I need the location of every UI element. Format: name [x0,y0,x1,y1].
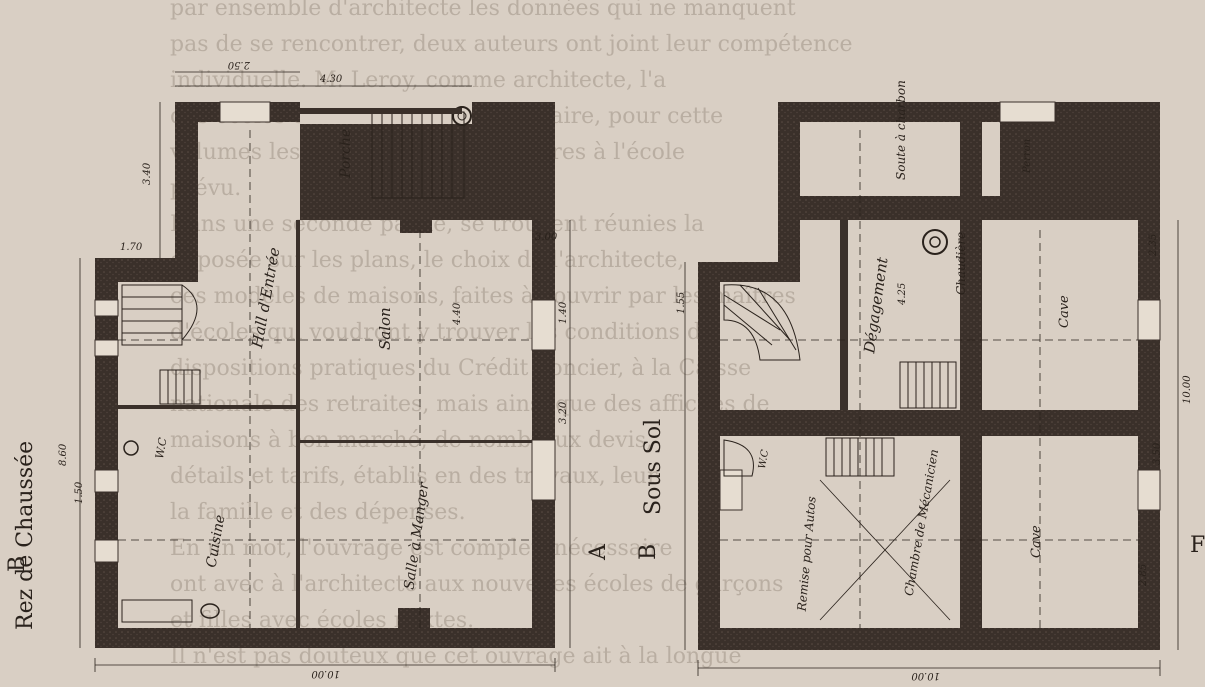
section-mark-mid-a: A [586,543,611,561]
dim-d4: 3.20 [558,401,569,424]
basement-spiral-stairs [723,284,801,361]
background-text-line: déposée sur les plans, le choix de l'arc… [170,248,685,273]
wc-fixture-icon [123,440,139,456]
ground-floor-plan: 10.00 2.50 4.30 8.60 3.40 1.70 3.00 3.20… [58,59,571,679]
window [531,439,556,501]
dim-d10: 4.25 [897,283,908,306]
window [94,299,119,317]
dim-basement-width: 10.00 [911,670,940,681]
background-text-line: d'écoles qui voudront y trouver les cond… [170,320,715,345]
basement-dimension-lines [684,220,1179,676]
background-text-line: nationale des retraites, mais ainsi que … [170,392,770,417]
dim-d2: 1.70 [120,242,143,253]
background-text-line: pas de se rencontrer, deux auteurs ont j… [170,32,853,57]
background-text-line: dispositions pratiques du Crédit Foncier… [170,356,752,381]
perron-opening [999,101,1056,123]
window [94,469,119,493]
room-label-porche: Porche [338,129,354,179]
hall-salon-partition [296,220,300,628]
dim-d13: 3.50 [1152,442,1163,465]
window [219,101,271,123]
dim-d6: 1.40 [558,301,569,324]
room-label-chaudiere: Chaudière [954,232,968,295]
dim-total-width: 10.00 [311,668,340,679]
room-label-perron: Perron [1022,139,1033,174]
window [531,299,556,351]
room-label-remise: Remise pour Autos [795,496,819,613]
room-label-chambre: Chambre de Mécanicien [902,448,942,597]
dim-d5: 4.40 [452,302,463,326]
room-label-hall: Hall d'Entrée [248,246,284,350]
room-label-salle: Salle à Manger [401,480,432,591]
kitchen-north-partition [118,405,296,409]
passage-wall [840,220,848,410]
section-mark-mid-b: B [636,544,661,560]
dim-basement-depth: 10.00 [1182,375,1193,404]
background-text-line: détails et tarifs, établis en des travau… [170,464,658,489]
dim-d1: 3.40 [142,162,153,185]
dim-d11: 1.55 [676,292,687,314]
section-mark-right: F [1190,533,1205,558]
background-text-line: ces modèles de maisons, faites à couvrir… [170,284,796,309]
background-text-line: la famille et des dépenses. [170,500,466,525]
window [94,339,119,357]
background-text-line: par ensemble d'architecte les données qu… [170,0,796,21]
window [1137,299,1161,341]
dim-d12: 2.35 [1148,234,1159,257]
dim-depth: 8.60 [58,443,69,466]
porch-railing [300,108,462,114]
sink-icon [200,603,220,619]
room-label-cuisine: Cuisine [204,514,229,569]
boiler-icon [922,229,948,255]
axis-lines [118,130,532,628]
basement-outer-wall [698,102,1160,650]
room-label-cave-1: Cave [1057,295,1072,328]
room-label-salon: Salon [376,307,394,350]
coal-store-wall [960,102,982,220]
mechanic-room-cross [819,479,951,621]
basement-title: Sous Sol [641,419,666,515]
basement-cross-wall [720,410,1138,436]
room-label-wc: W.C [153,436,170,460]
dim-top-a: 2.50 [227,59,251,70]
basement-plan: 10.00 10.00 2.85 4.25 1.55 2.35 3.50 Sou… [676,80,1193,681]
basement-axis-lines [720,130,1138,628]
chimney [400,205,432,233]
ground-floor-outer-wall [95,102,555,648]
dim-top-b: 4.30 [319,74,343,85]
chimney [398,608,430,636]
room-label-soute: Soute à charbon [894,80,908,180]
dim-d9: 2.85 [1138,564,1149,587]
dim-d3: 3.00 [535,232,558,243]
window [1137,469,1161,511]
section-mark-left: B [5,556,30,572]
interior-stairs [121,284,201,405]
room-label-degagement: Dégagement [860,255,892,355]
dimension-lines [79,71,571,672]
window [719,469,743,511]
basement-straight-stairs [723,361,957,477]
dim-d7: 1.50 [74,481,85,504]
room-label-wc-basement: W.C [757,448,771,469]
background-text-line: ont avec à l'architecte aux nouvelles éc… [170,572,784,597]
room-label-cave-2: Cave [1029,525,1044,558]
salon-salle-partition [296,440,532,443]
window [94,539,119,563]
kitchen-range-icon [121,599,193,623]
ground-floor-title: Rez de Chaussée [13,441,38,630]
